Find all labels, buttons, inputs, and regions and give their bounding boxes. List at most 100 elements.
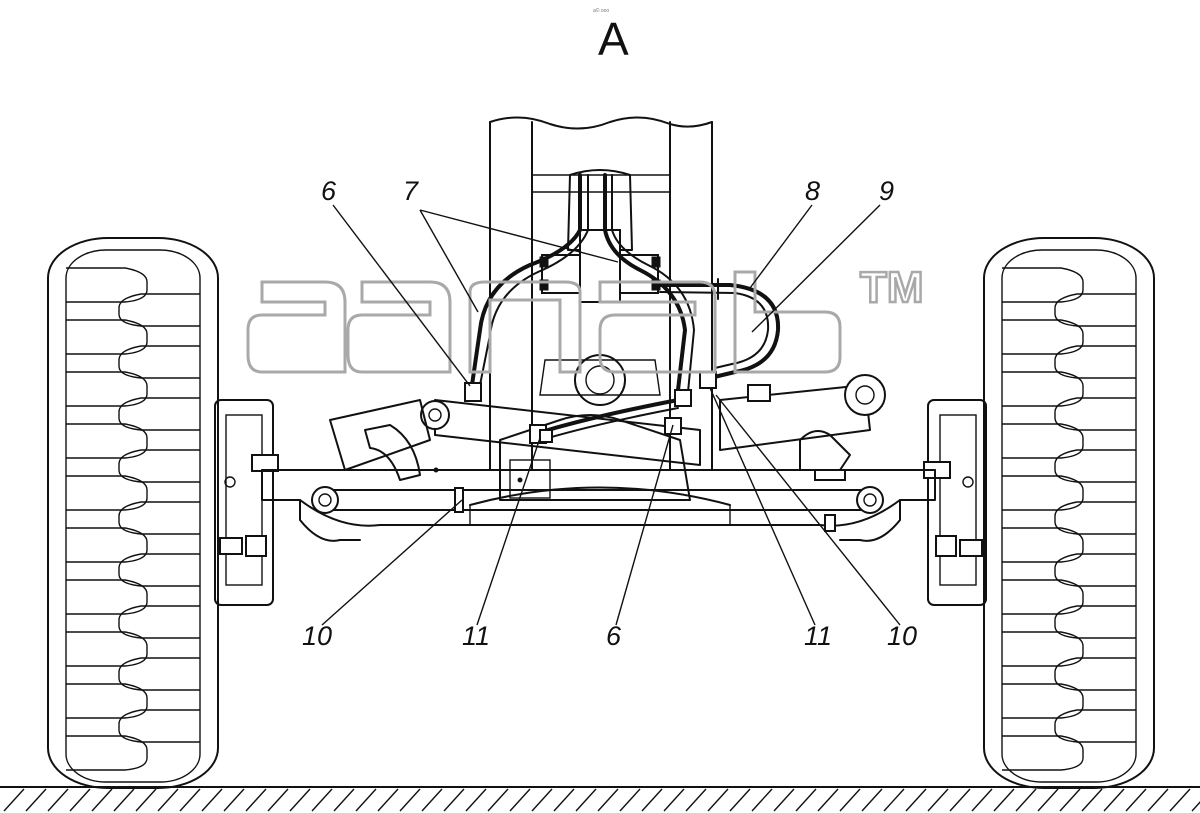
callout-8: 8 <box>805 176 820 206</box>
callout-11-right: 11 <box>804 621 832 651</box>
ground-hatch-line <box>1103 788 1125 812</box>
tyre-lug <box>1002 527 1084 563</box>
ground-hatch-line <box>333 788 355 812</box>
tyre-lug <box>118 397 200 431</box>
right-hub <box>923 399 987 606</box>
ground-hatch-line <box>883 788 905 812</box>
view-title: A <box>598 13 629 65</box>
tyre-lug <box>66 579 148 615</box>
hydraulic-hoses <box>464 173 781 444</box>
ground-hatch-line <box>707 788 729 812</box>
ground-hatch-line <box>25 788 47 812</box>
ground-hatch-line <box>245 788 267 812</box>
ground-hatch-line <box>509 788 531 812</box>
tyre-lug <box>118 345 200 379</box>
watermark-logo: TM <box>246 262 925 374</box>
tyre-lug <box>66 319 148 355</box>
ground-hatch-line <box>531 788 553 812</box>
ground-hatch-line <box>487 788 509 812</box>
callout-11-left: 11 <box>462 621 490 651</box>
tyre-lug <box>1054 501 1136 535</box>
tyre-lug <box>66 475 148 511</box>
tyre-lug <box>66 683 148 719</box>
leader-lines <box>321 204 901 626</box>
ground-hatch-line <box>289 788 311 812</box>
ground-hatch-line <box>443 788 465 812</box>
ground-hatch-line <box>1015 788 1037 812</box>
tyre-lug <box>1054 449 1136 483</box>
ground-hatch-line <box>1059 788 1081 812</box>
tyre-lug <box>66 423 148 459</box>
callout-7: 7 <box>403 176 419 206</box>
ground-hatch-line <box>1147 788 1169 812</box>
tyre-lug <box>118 449 200 483</box>
tyre-lug <box>118 709 200 743</box>
ground-hatch-line <box>69 788 91 812</box>
ground-hatch-line <box>641 788 663 812</box>
ground-hatch-line <box>1081 788 1103 812</box>
ground-hatch-line <box>47 788 69 812</box>
callout-6-left: 6 <box>321 176 337 206</box>
tyre-lug <box>1054 293 1136 327</box>
left-steering-cylinder <box>329 399 701 481</box>
tyre-lug <box>1002 267 1084 303</box>
callout-9: 9 <box>879 176 894 206</box>
tyre-lug <box>66 631 148 667</box>
tyre-lug <box>118 657 200 691</box>
ground-hatch-line <box>839 788 861 812</box>
ground-hatch-line <box>751 788 773 812</box>
ground <box>0 786 1200 812</box>
ground-hatch-line <box>1125 788 1147 812</box>
ground-hatch-line <box>465 788 487 812</box>
tyre-lug <box>118 553 200 587</box>
ground-hatch-line <box>355 788 377 812</box>
ground-hatch-line <box>157 788 179 812</box>
tyre-lug <box>1002 475 1084 511</box>
ground-hatch-line <box>267 788 289 812</box>
ground-hatch-line <box>663 788 685 812</box>
ground-hatch-line <box>3 788 25 812</box>
callout-10-right: 10 <box>887 621 917 651</box>
ground-hatch-line <box>553 788 575 812</box>
tyre-lug <box>66 371 148 407</box>
tyre-lug <box>66 735 148 771</box>
ground-hatch-line <box>993 788 1015 812</box>
ground-hatch-line <box>949 788 971 812</box>
tyre-lug <box>1054 605 1136 639</box>
tie-rod <box>311 486 884 514</box>
tyre-lug <box>1054 657 1136 691</box>
tyre-lug <box>66 527 148 563</box>
ground-hatch-line <box>795 788 817 812</box>
ground-hatch-line <box>223 788 245 812</box>
tyre-lug <box>1054 397 1136 431</box>
view-tiny-mark: a© ooo <box>593 7 609 14</box>
ground-hatch-line <box>905 788 927 812</box>
tyre-lug <box>1054 553 1136 587</box>
tyre-lug <box>1002 683 1084 719</box>
ground-hatch-line <box>861 788 883 812</box>
tyre-lug <box>1002 735 1084 771</box>
tyre-lug <box>1002 319 1084 355</box>
ground-hatch-line <box>113 788 135 812</box>
right-wheel <box>983 237 1155 789</box>
ground-hatch-line <box>1169 788 1191 812</box>
watermark-trademark: TM <box>860 263 924 312</box>
tyre-lug <box>118 501 200 535</box>
ground-hatch-line <box>135 788 157 812</box>
ground-hatch-line <box>729 788 751 812</box>
callout-6-center: 6 <box>606 621 622 651</box>
callout-10-left: 10 <box>302 621 332 651</box>
tyre-lug <box>1002 371 1084 407</box>
tyre-lug <box>1002 631 1084 667</box>
tyre-lug <box>118 605 200 639</box>
ground-hatch-line <box>773 788 795 812</box>
tyre-lug <box>1002 579 1084 615</box>
tyre-lug <box>1054 345 1136 379</box>
ground-hatch-line <box>597 788 619 812</box>
ground-hatch-line <box>179 788 201 812</box>
ground-hatch-line <box>685 788 707 812</box>
ground-hatch-line <box>927 788 949 812</box>
ground-hatch-line <box>311 788 333 812</box>
ground-hatch-line <box>421 788 443 812</box>
